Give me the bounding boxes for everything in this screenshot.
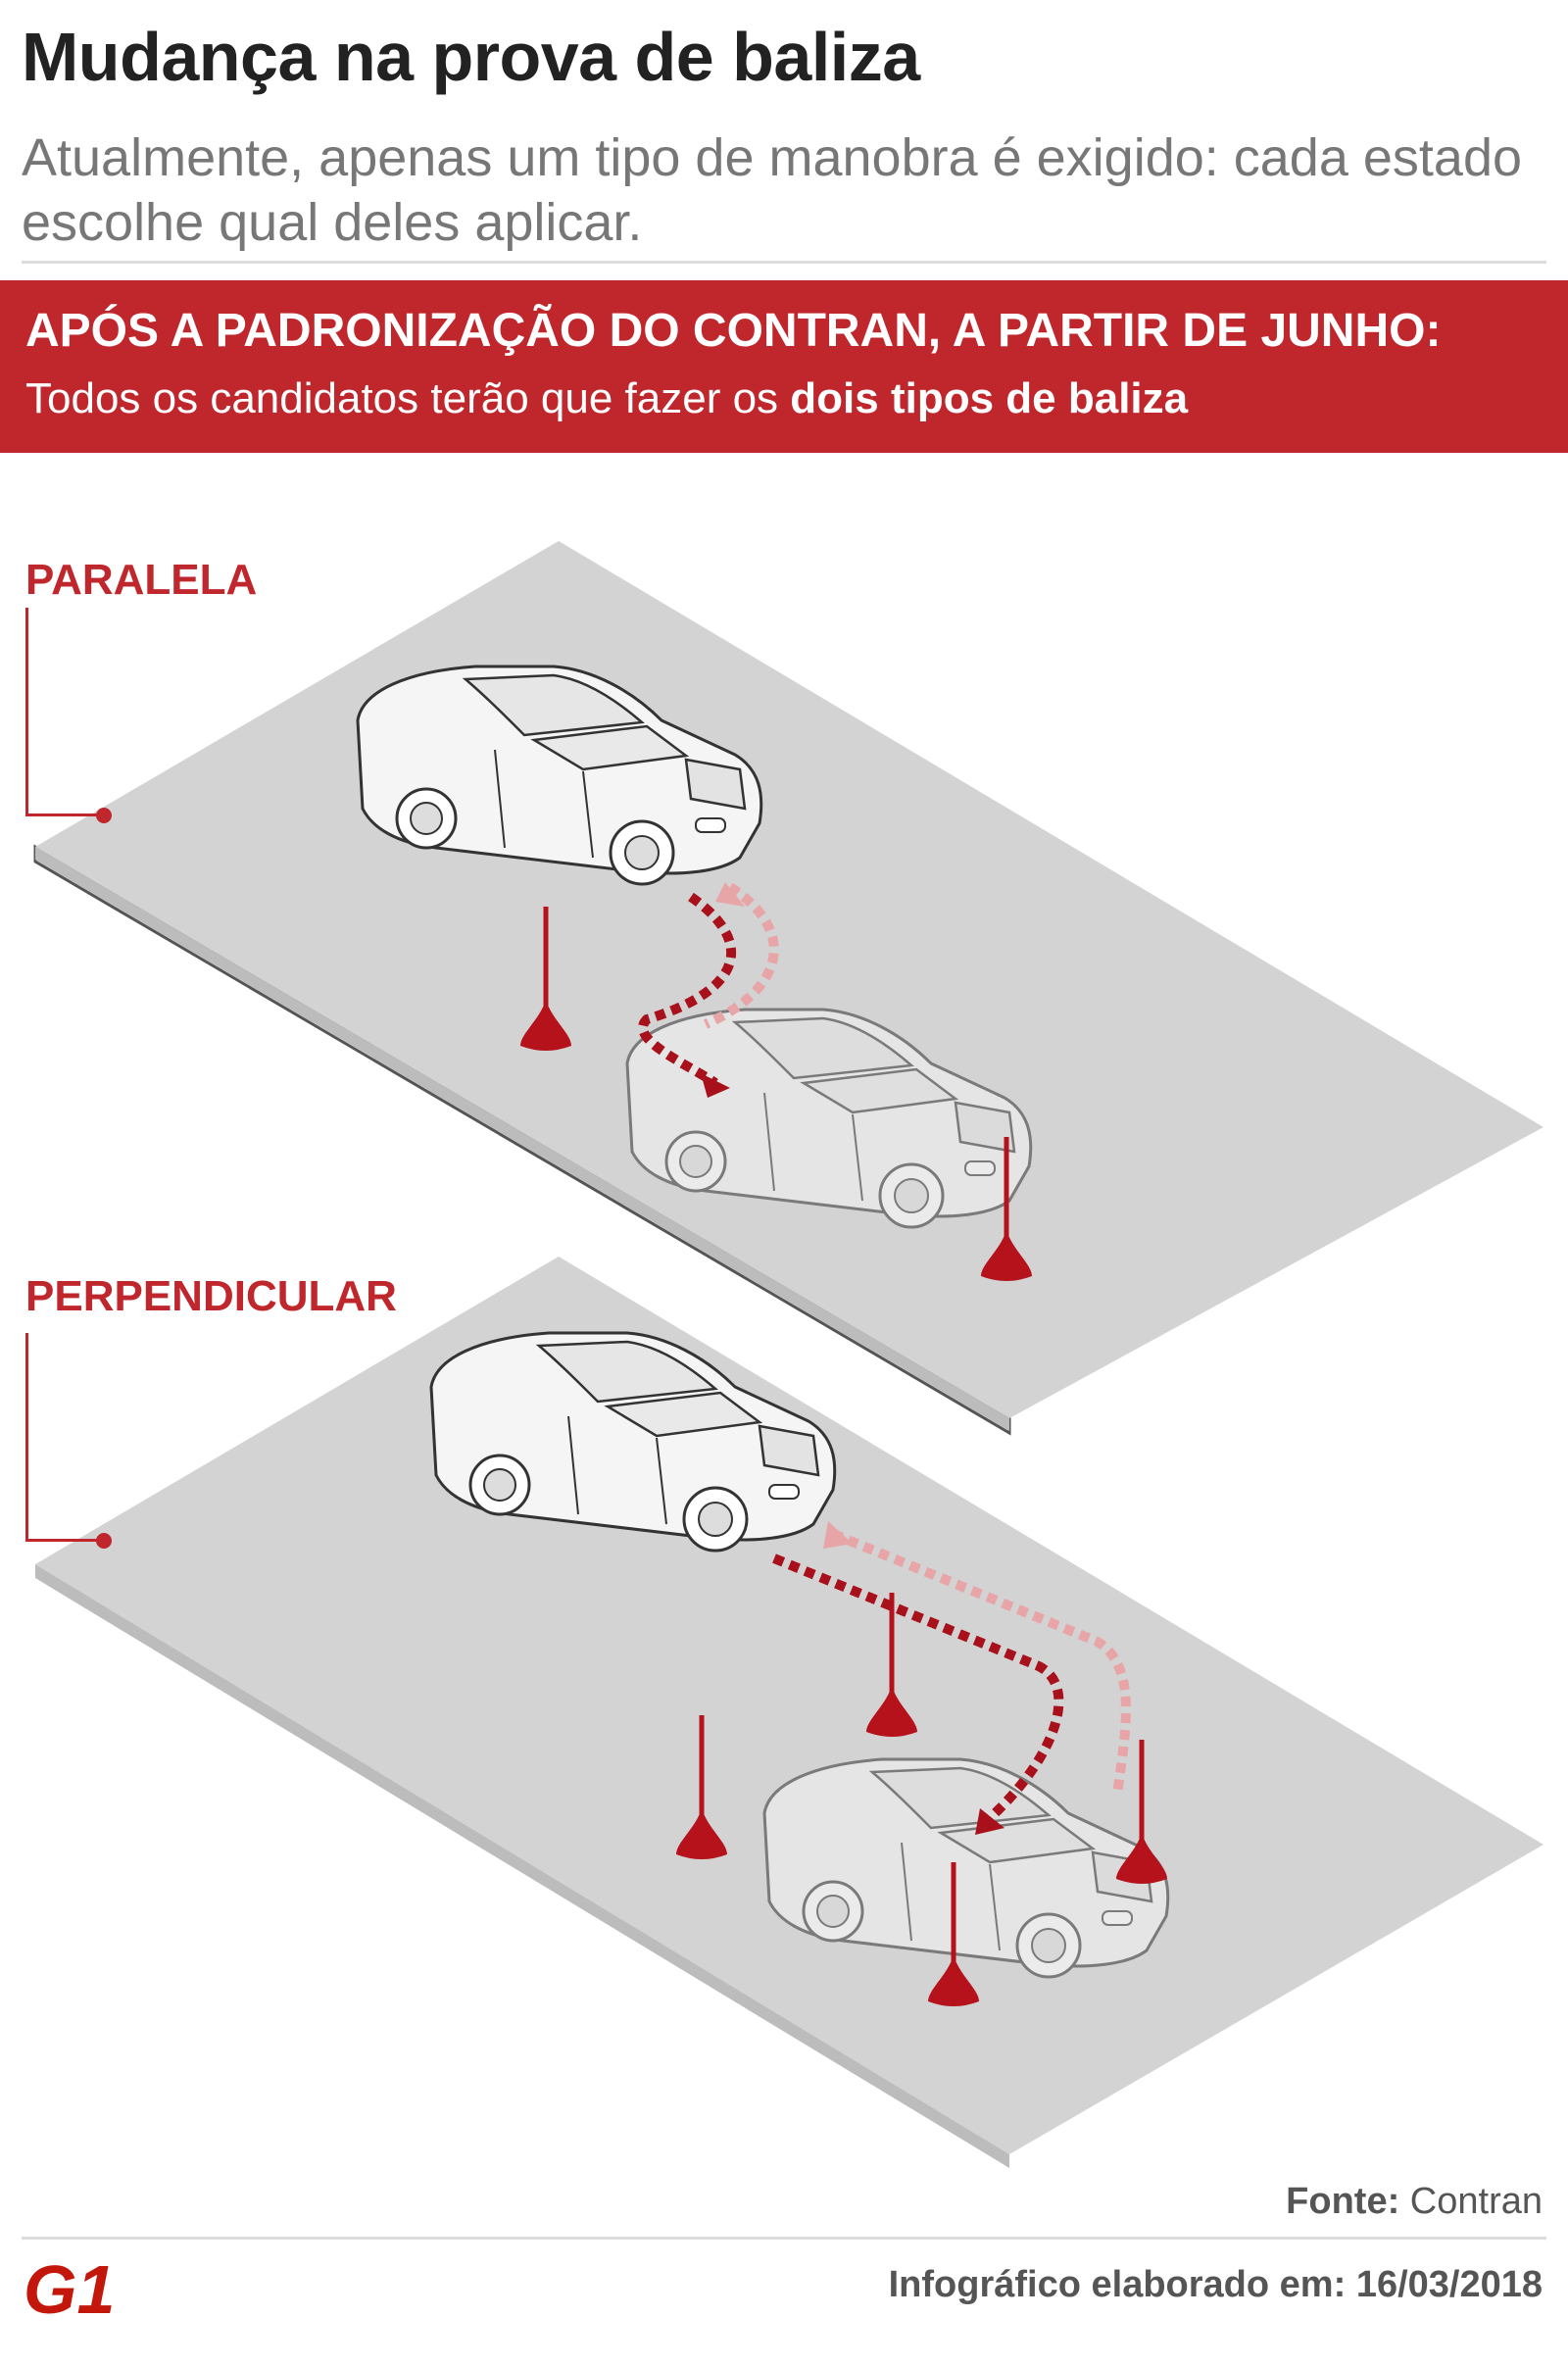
divider	[22, 261, 1546, 264]
footer-credit: Infográfico elaborado em: 16/03/2018	[889, 2264, 1543, 2306]
perpendicular-ground	[35, 1257, 1544, 2168]
banner-text: Todos os candidatos terão que fazer os d…	[25, 374, 1188, 423]
label-leader-vertical	[25, 608, 28, 815]
label-leader-vertical	[25, 1333, 28, 1541]
footer-date: 16/03/2018	[1355, 2264, 1543, 2305]
banner-text-bold: dois tipos de baliza	[790, 374, 1189, 422]
source-credit: Fonte: Contran	[1286, 2181, 1543, 2223]
footer-label: Infográfico elaborado em:	[888, 2264, 1347, 2305]
parallel-arrow-path	[638, 882, 779, 1098]
footer-divider	[22, 2237, 1546, 2240]
label-leader-dot	[96, 808, 112, 823]
banner-headline: APÓS A PADRONIZAÇÃO DO CONTRAN, A PARTIR…	[25, 305, 1442, 357]
page-title: Mudança na prova de baliza	[22, 19, 920, 95]
section-label-perpendicular: PERPENDICULAR	[25, 1272, 397, 1320]
source-label: Fonte:	[1286, 2181, 1400, 2222]
page-subtitle: Atualmente, apenas um tipo de manobra é …	[22, 128, 1523, 252]
perpendicular-arrow-path	[772, 1521, 1131, 1835]
rule-banner: APÓS A PADRONIZAÇÃO DO CONTRAN, A PARTIR…	[0, 280, 1568, 453]
g1-logo: G1	[24, 2252, 115, 2323]
label-leader-horizontal	[25, 814, 104, 816]
banner-text-prefix: Todos os candidatos terão que fazer os	[25, 374, 779, 422]
label-leader-horizontal	[25, 1539, 104, 1542]
source-value: Contran	[1409, 2181, 1543, 2222]
g1-logo-text: G1	[24, 2252, 115, 2323]
label-leader-dot	[96, 1533, 112, 1549]
section-label-paralela: PARALELA	[25, 556, 258, 604]
